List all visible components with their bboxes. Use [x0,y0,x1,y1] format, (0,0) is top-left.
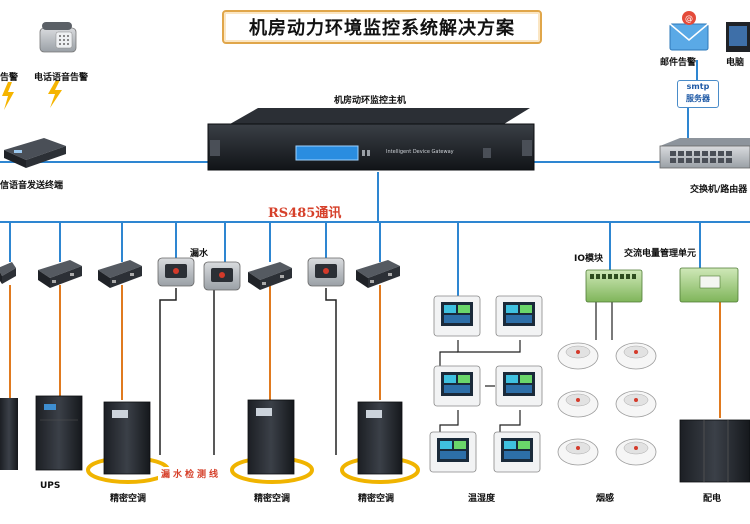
voice-terminal-device [4,138,66,168]
smtp-server: smtp 服务器 [677,80,719,108]
phone-alarm-label: 电话语音告警 [34,73,89,83]
power-dist-label: 配电 [703,494,722,504]
smoke-detectors [557,342,657,466]
precision-ac-1 [86,401,170,484]
phone-icon [39,22,77,53]
water-sensor-device [307,257,345,287]
temp-humidity-sensors [429,295,543,473]
email-alarm-label: 邮件告警 [660,58,697,68]
gateway-device [356,260,400,288]
ac1-label: 精密空调 [110,494,147,504]
power-lines [9,285,721,418]
leak-cables [159,288,337,455]
ups-label: UPS [40,481,61,491]
monitoring-host [207,108,535,171]
io-module-label: IO模块 [574,254,603,264]
svg-text:@: @ [685,14,693,23]
lightning-icon [2,82,14,110]
leak-line-label: 漏水检测线 [158,467,225,480]
ac3-label: 精密空调 [358,494,395,504]
host-panel-text: Intelligent Device Gateway [386,149,454,155]
ac2-label: 精密空调 [254,494,291,504]
gateway-device [98,260,142,288]
smtp-label: smtp [686,82,710,91]
gateway-device [0,262,16,284]
cabinet-left [0,398,18,470]
io-module-device [585,269,643,303]
sensor-wiring [439,300,613,432]
ac-power-unit-label: 交流电量管理单元 [624,249,697,259]
gateway-devices [0,257,400,291]
switch-device [659,138,750,169]
ac-power-unit-device [679,267,739,303]
water-sensor-device [157,257,195,287]
switch-label: 交换机/路由器 [690,185,748,195]
gateway-device [38,260,82,288]
voice-terminal-label: 信语音发送终端 [0,181,64,191]
computer-icon [726,22,750,52]
equipment-cabinets [0,395,750,484]
temp-humidity-label: 温湿度 [468,494,496,504]
alarm-label: 告警 [0,73,19,83]
smoke-label: 烟感 [596,494,615,504]
host-label: 机房动环监控主机 [334,96,407,106]
water-sensor-device [203,261,241,291]
bus-label: RS485通讯 [268,206,342,221]
ups-cabinet [35,395,83,471]
email-icon: @ [669,11,709,51]
water-label: 漏水 [190,249,209,259]
page-title: 机房动力环境监控系统解决方案 [222,10,542,44]
network-lines [0,60,750,296]
precision-ac-3 [340,401,420,484]
smtp-server-label: 服务器 [686,94,710,103]
precision-ac-2 [230,399,314,484]
lightning-icon [48,80,62,108]
computer-label: 电脑 [726,58,745,68]
power-distribution-cabinet [679,419,750,483]
gateway-device [248,262,292,290]
